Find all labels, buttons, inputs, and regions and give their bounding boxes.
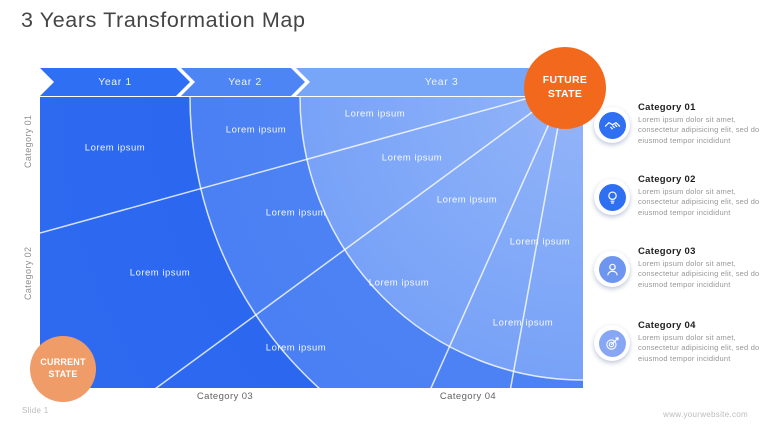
legend-item-title: Category 02 [638,174,696,185]
map-cell: Lorem ipsum [265,342,327,354]
left-axis-category-01: Category 01 [23,114,33,168]
legend-item-title: Category 03 [638,246,696,257]
legend-item-description: Lorem ipsum dolor sit amet, consectetur … [638,259,760,289]
map-cell: Lorem ipsum [436,194,498,206]
legend-item-description: Lorem ipsum dolor sit amet, consectetur … [638,333,760,363]
map-cell: Lorem ipsum [368,277,430,289]
map-cell: Lorem ipsum [344,108,406,120]
map-radial-line-1 [40,97,536,234]
bottom-axis-category-04: Category 04 [439,391,497,402]
legend-item-title: Category 04 [638,320,696,331]
future-state-badge: FUTURE STATE [524,47,606,129]
map-cell: Lorem ipsum [225,124,287,136]
transformation-map: Lorem ipsum Lorem ipsum Lorem ipsum Lore… [40,97,583,388]
map-bands [40,97,583,388]
website-link: www.yourwebsite.com [663,410,748,419]
map-radial-line-2 [154,97,555,388]
handshake-icon [598,111,626,139]
legend-item-description: Lorem ipsum dolor sit amet, consectetur … [638,115,760,145]
legend-item-category-01: Category 01 Lorem ipsum dolor sit amet, … [594,102,762,146]
legend: Category 01 Lorem ipsum dolor sit amet, … [594,100,762,400]
legend-item-description: Lorem ipsum dolor sit amet, consectetur … [638,187,760,217]
map-cell: Lorem ipsum [381,152,443,164]
current-state-badge: CURRENT STATE [30,336,96,402]
year-bar: Year 1 Year 2 Year 3 [40,68,583,96]
page-title: 3 Years Transformation Map [21,8,306,32]
map-cell: Lorem ipsum [492,317,554,329]
legend-item-category-04: Category 04 Lorem ipsum dolor sit amet, … [594,320,762,364]
year-3-label: Year 3 [424,76,459,88]
legend-item-title: Category 01 [638,102,696,113]
lightbulb-icon [598,183,626,211]
year-chevrons [40,68,583,96]
map-cell: Lorem ipsum [265,207,327,219]
year-2-label: Year 2 [228,76,262,88]
year-1-label: Year 1 [98,76,132,88]
map-radial-line-4 [509,97,565,388]
left-axis-category-02: Category 02 [23,246,33,300]
legend-item-category-03: Category 03 Lorem ipsum dolor sit amet, … [594,246,762,290]
map-cell: Lorem ipsum [84,142,146,154]
target-icon [598,329,626,357]
map-radial-line-3 [430,97,562,388]
bottom-axis-category-03: Category 03 [196,391,254,402]
map-cell: Lorem ipsum [509,236,571,248]
slide-number: Slide 1 [22,406,49,415]
map-cell: Lorem ipsum [129,267,191,279]
person-icon [598,255,626,283]
legend-item-category-02: Category 02 Lorem ipsum dolor sit amet, … [594,174,762,218]
